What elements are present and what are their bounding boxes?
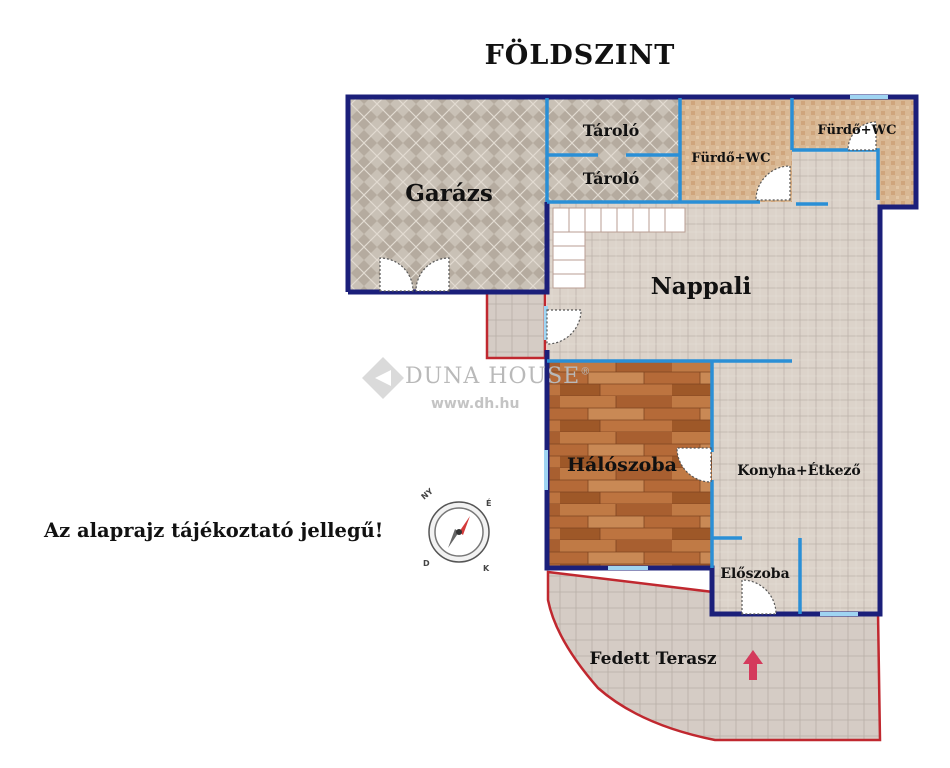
watermark-brand: DUNA HOUSE® bbox=[405, 364, 591, 389]
label-storage-1: Tároló bbox=[583, 121, 640, 140]
label-storage-2: Tároló bbox=[583, 169, 640, 188]
compass-d: D bbox=[423, 559, 430, 568]
staircase bbox=[552, 207, 686, 289]
watermark-registered: ® bbox=[580, 366, 592, 378]
compass-icon: NY É D K bbox=[420, 486, 492, 573]
compass-e: É bbox=[486, 497, 491, 508]
watermark-logo-icon bbox=[362, 357, 404, 399]
label-bedroom: Hálószoba bbox=[567, 454, 677, 476]
side-step-area bbox=[485, 290, 547, 360]
watermark-url: www.dh.hu bbox=[431, 396, 520, 412]
storage-floor bbox=[547, 98, 680, 202]
entry-arrow-icon bbox=[743, 650, 763, 680]
disclaimer-note: Az alaprajz tájékoztató jellegű! bbox=[44, 519, 384, 542]
kitchen-floor bbox=[712, 362, 880, 614]
compass-k: K bbox=[483, 564, 490, 573]
inner-walls bbox=[545, 98, 880, 614]
corridor-floor bbox=[792, 150, 880, 202]
label-bathroom-2: Fürdő+WC bbox=[818, 123, 897, 138]
label-garage: Garázs bbox=[405, 180, 493, 207]
label-kitchen-dining: Konyha+Étkező bbox=[737, 461, 861, 479]
label-bathroom-1: Fürdő+WC bbox=[692, 151, 771, 166]
page-title: FÖLDSZINT bbox=[484, 40, 676, 71]
compass-ny: NY bbox=[420, 486, 436, 501]
label-hall: Előszoba bbox=[720, 566, 789, 582]
label-terrace: Fedett Terasz bbox=[590, 649, 717, 669]
watermark-brand-text: DUNA HOUSE bbox=[405, 364, 581, 389]
windows bbox=[544, 95, 888, 616]
doors bbox=[379, 121, 877, 615]
label-living-room: Nappali bbox=[651, 273, 752, 300]
